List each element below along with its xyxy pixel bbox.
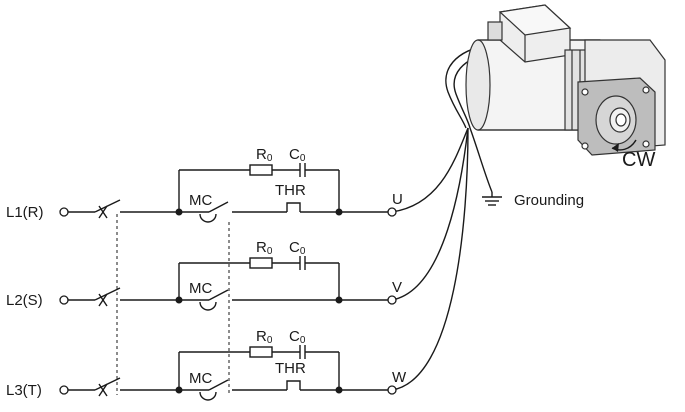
terminal-label-w: W: [392, 369, 407, 386]
line-l1-circuit: [59, 163, 397, 223]
c0-label-1: C0: [289, 146, 306, 164]
mc-label-3: MC: [189, 370, 212, 387]
mc-label-1: MC: [189, 192, 212, 209]
line-l3-circuit: [59, 345, 397, 401]
terminal-label-u: U: [392, 191, 403, 208]
terminal-label-v: V: [392, 279, 402, 296]
r0-label-1: R0: [256, 146, 273, 164]
line-label-l2: L2(S): [6, 292, 43, 309]
switch-linkage: [116, 214, 230, 395]
line-label-l1: L1(R): [6, 204, 44, 221]
grounding-label: Grounding: [514, 192, 584, 209]
mc-label-2: MC: [189, 280, 212, 297]
motor-illustration: [445, 4, 666, 156]
thr-label-1: THR: [275, 182, 306, 199]
c0-label-3: C0: [289, 328, 306, 346]
thr-label-3: THR: [275, 360, 306, 377]
c0-label-2: C0: [289, 239, 306, 257]
rotation-direction-label: CW: [622, 149, 655, 171]
line-label-l3: L3(T): [6, 382, 42, 399]
line-l2-circuit: [59, 256, 397, 311]
r0-label-3: R0: [256, 328, 273, 346]
motor-leads: [391, 127, 502, 391]
r0-label-2: R0: [256, 239, 273, 257]
